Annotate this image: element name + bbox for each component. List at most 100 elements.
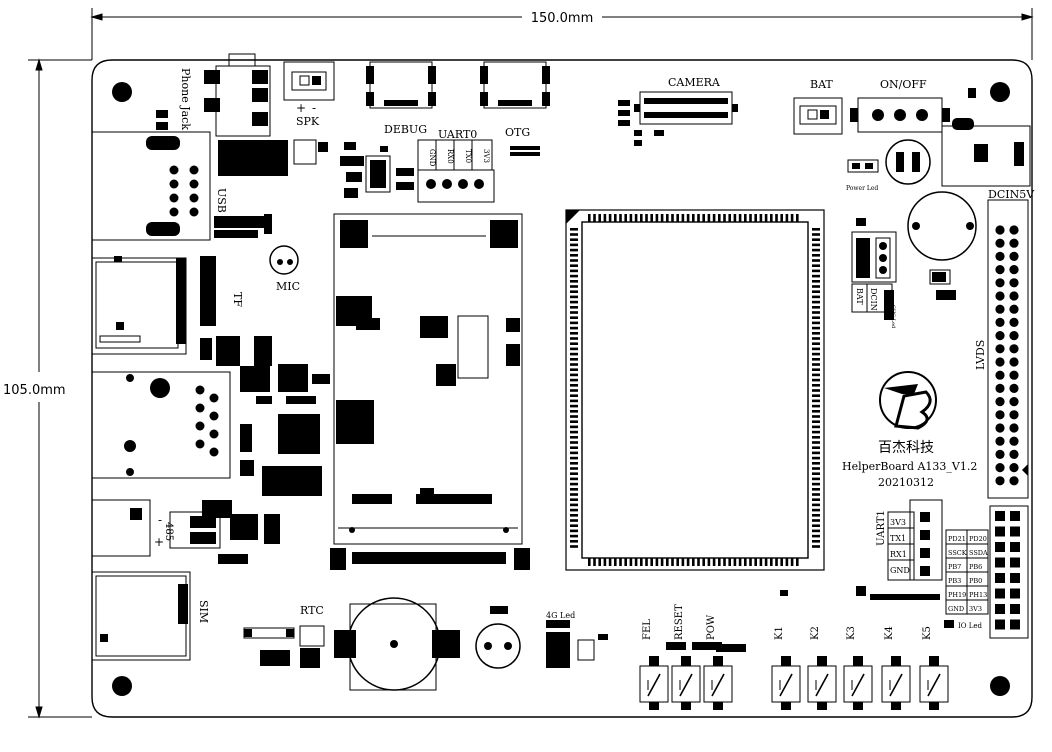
cpu-pin [593, 214, 596, 222]
button-label: K2 [810, 626, 821, 640]
lvds-pin [995, 291, 1005, 301]
cpu-pin [570, 378, 578, 382]
lvds-pin [1009, 449, 1019, 459]
button-k5[interactable]: K5 [919, 626, 949, 710]
cpu-pin [707, 214, 711, 222]
cpu-pin [570, 394, 578, 397]
io-led-passives [780, 586, 954, 628]
cpu-pin [812, 306, 820, 309]
button-k1[interactable]: K1 [771, 626, 801, 710]
cpu-pin [570, 493, 578, 496]
buzzer [475, 606, 521, 669]
cpu-pin [570, 514, 578, 517]
gpio-pin [995, 573, 1005, 583]
lvds-pin [1009, 225, 1019, 235]
cpu-pin [812, 248, 820, 252]
cpu-pin [570, 290, 578, 293]
uart1-pin-gnd: GND [890, 566, 910, 575]
button-reset[interactable]: RESET [671, 604, 701, 710]
cpu-pin [570, 342, 578, 345]
button-k2[interactable]: K2 [807, 626, 837, 710]
lvds-pin [1009, 344, 1019, 354]
cpu-pin [676, 558, 679, 566]
cpu-pin [570, 410, 578, 413]
button-k4[interactable]: K4 [881, 626, 911, 710]
cpu-pin [744, 558, 747, 566]
gpio-right-2: PB6 [969, 563, 982, 571]
cpu-pin [812, 508, 820, 512]
uart1-pin-3v3: 3V3 [890, 518, 906, 527]
phone-jack-label: Phone Jack [179, 68, 192, 130]
cpu-pin [812, 498, 820, 501]
cpu-pin [570, 389, 578, 392]
cpu-pin [570, 441, 578, 444]
cpu-pin [775, 558, 778, 566]
cpu-pin [629, 558, 633, 566]
cpu-pin [570, 326, 578, 330]
cpu-pin [570, 540, 578, 543]
button-label: RESET [674, 604, 685, 640]
lvds-pin [1009, 436, 1019, 446]
cpu-pin [812, 280, 820, 283]
camera-passives [618, 100, 664, 146]
height-dimension-label: 105.0mm [3, 383, 66, 398]
lvds-pin [995, 463, 1005, 473]
cpu-pin [629, 214, 633, 222]
cpu-pin [780, 214, 783, 222]
cpu-pin [812, 259, 820, 262]
sim-label: SIM [197, 600, 210, 623]
cpu-pin [570, 259, 578, 262]
cpu-pin [738, 214, 742, 222]
cpu-pin [812, 503, 820, 507]
camera-connector [634, 91, 738, 125]
cpu-pin [712, 558, 716, 566]
gpio-pin [1010, 573, 1020, 583]
cpu-pin [624, 558, 627, 566]
uart1-label: UART1 [876, 510, 887, 546]
rtc-label: RTC [300, 604, 324, 617]
lvds-connector [987, 199, 1029, 499]
cpu-pin [655, 558, 659, 566]
button-fel[interactable]: FEL [639, 619, 669, 710]
cpu-pin [570, 519, 578, 522]
cpu-pin [812, 269, 820, 273]
cpu-pin [812, 358, 820, 361]
gpio-left-0: PD21 [948, 535, 966, 543]
cpu-pin [812, 529, 820, 533]
cpu-pin [570, 415, 578, 418]
cpu-pin [570, 332, 578, 335]
cpu-pin [686, 558, 690, 566]
cpu-pin [754, 558, 757, 566]
cpu-pin [723, 214, 726, 222]
button-label: K5 [922, 626, 933, 640]
cpu-pin [570, 295, 578, 299]
lvds-pin [995, 476, 1005, 486]
button-pow[interactable]: POW [703, 614, 733, 710]
cpu-pin [712, 214, 716, 222]
cpu-pin [812, 233, 820, 236]
company-name-cn: 百杰科技 [878, 440, 934, 456]
cpu-pin [812, 477, 820, 481]
cpu-pin [780, 558, 783, 566]
lvds-pin [1009, 370, 1019, 380]
cpu-pin [812, 545, 820, 548]
coin-cell-holder [334, 597, 460, 691]
cpu-pin [570, 352, 578, 356]
cpu-pin [812, 399, 820, 403]
cpu-pin [754, 214, 757, 222]
cpu-pin [775, 214, 778, 222]
cpu-pin [812, 425, 820, 429]
power-led-area [847, 139, 977, 261]
gpio-pin [995, 619, 1005, 630]
lvds-pin [995, 410, 1005, 420]
uart0-pin-tx0: TX0 [464, 149, 472, 163]
cpu-pin [770, 214, 773, 222]
button-k3[interactable]: K3 [843, 626, 873, 710]
lvds-pin [1009, 397, 1019, 407]
cpu-pin [692, 558, 695, 566]
lvds-pin [1009, 383, 1019, 393]
gpio-right-4: PH13 [969, 591, 987, 599]
usb-host-connector [91, 131, 211, 241]
gpio-left-5: GND [948, 605, 964, 613]
cpu-pin [598, 558, 601, 566]
